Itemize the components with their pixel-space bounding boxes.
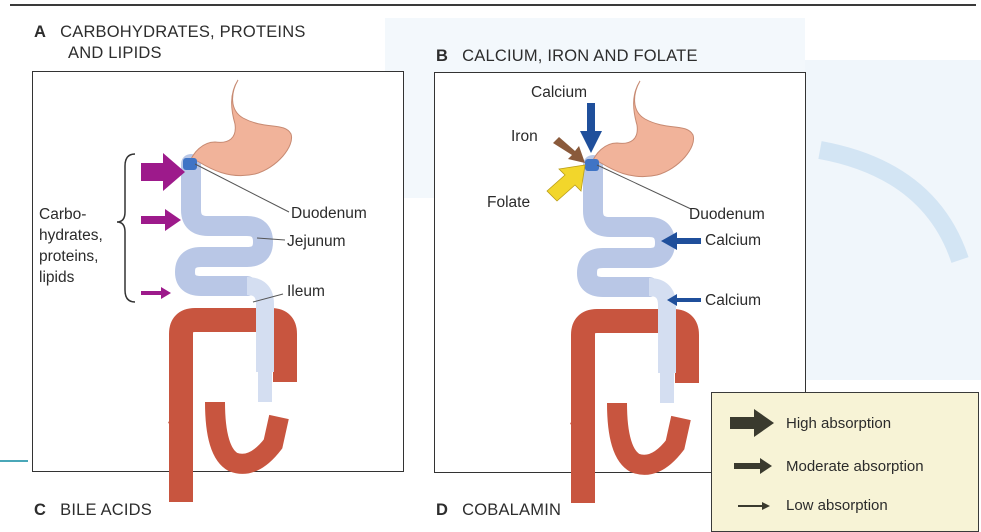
panel-d-title: COBALAMIN [462, 501, 561, 519]
panel-a-title-line1: CARBOHYDRATES, PROTEINS [60, 23, 305, 41]
legend-item-high: High absorption [730, 409, 891, 437]
low-absorption-arrow [141, 287, 171, 299]
legend-label-moderate: Moderate absorption [786, 458, 924, 475]
panel-a-heading: A CARBOHYDRATES, PROTEINS AND LIPIDS [34, 22, 306, 64]
moderate-absorption-arrow [141, 209, 181, 231]
nutrient-label: Carbo- hydrates, proteins, lipids [39, 204, 103, 288]
small-intestine [185, 164, 265, 402]
panel-b-title: CALCIUM, IRON AND FOLATE [462, 47, 698, 65]
panel-a-diagram: Carbo- hydrates, proteins, lipids Duoden… [32, 71, 404, 472]
moderate-absorption-arrow-icon [730, 457, 774, 475]
duodenum-label: Duodenum [689, 205, 765, 224]
high-absorption-arrow-icon [730, 409, 774, 437]
legend-label-low: Low absorption [786, 497, 888, 514]
duodenum-label: Duodenum [291, 204, 367, 223]
folate-label: Folate [487, 193, 530, 212]
calcium-mid-label: Calcium [705, 231, 761, 250]
duodenum-patch [585, 159, 599, 171]
calcium-top-label: Calcium [531, 83, 587, 102]
folate-high-arrow [547, 165, 585, 201]
legend-label-high: High absorption [786, 415, 891, 432]
high-absorption-arrow [141, 153, 185, 191]
panel-c-title: BILE ACIDS [60, 501, 152, 519]
panel-a-title-line2: AND LIPIDS [68, 43, 306, 64]
nutrient-label-line-4: lipids [39, 267, 103, 288]
small-intestine [587, 165, 667, 403]
nutrient-label-line-2: hydrates, [39, 225, 103, 246]
low-absorption-arrow-icon [730, 500, 774, 512]
legend-item-moderate: Moderate absorption [730, 457, 924, 475]
legend-item-low: Low absorption [730, 497, 888, 514]
panel-d-heading: D COBALAMIN [436, 500, 561, 521]
iron-moderate-arrow [553, 137, 585, 163]
nutrient-label-line-1: Carbo- [39, 204, 103, 225]
stomach [591, 81, 694, 177]
duodenum-patch [183, 158, 197, 170]
panel-d-letter: D [436, 501, 448, 519]
calcium-low-label: Calcium [705, 291, 761, 310]
absorption-legend: High absorption Moderate absorption Low … [711, 392, 979, 532]
ileum-label: Ileum [287, 282, 325, 301]
iron-label: Iron [511, 127, 538, 146]
nutrient-brace [117, 154, 135, 302]
nutrient-label-line-3: proteins, [39, 246, 103, 267]
stomach [189, 80, 292, 176]
calcium-high-arrow [580, 103, 602, 153]
panel-a-letter: A [34, 23, 46, 41]
left-accent-line [0, 460, 28, 462]
panel-c-letter: C [34, 501, 46, 519]
panel-b-heading: B CALCIUM, IRON AND FOLATE [436, 46, 698, 67]
panel-c-heading: C BILE ACIDS [34, 500, 152, 521]
top-divider-line [10, 4, 976, 6]
jejunum-label: Jejunum [287, 232, 346, 251]
panel-b-letter: B [436, 47, 448, 65]
